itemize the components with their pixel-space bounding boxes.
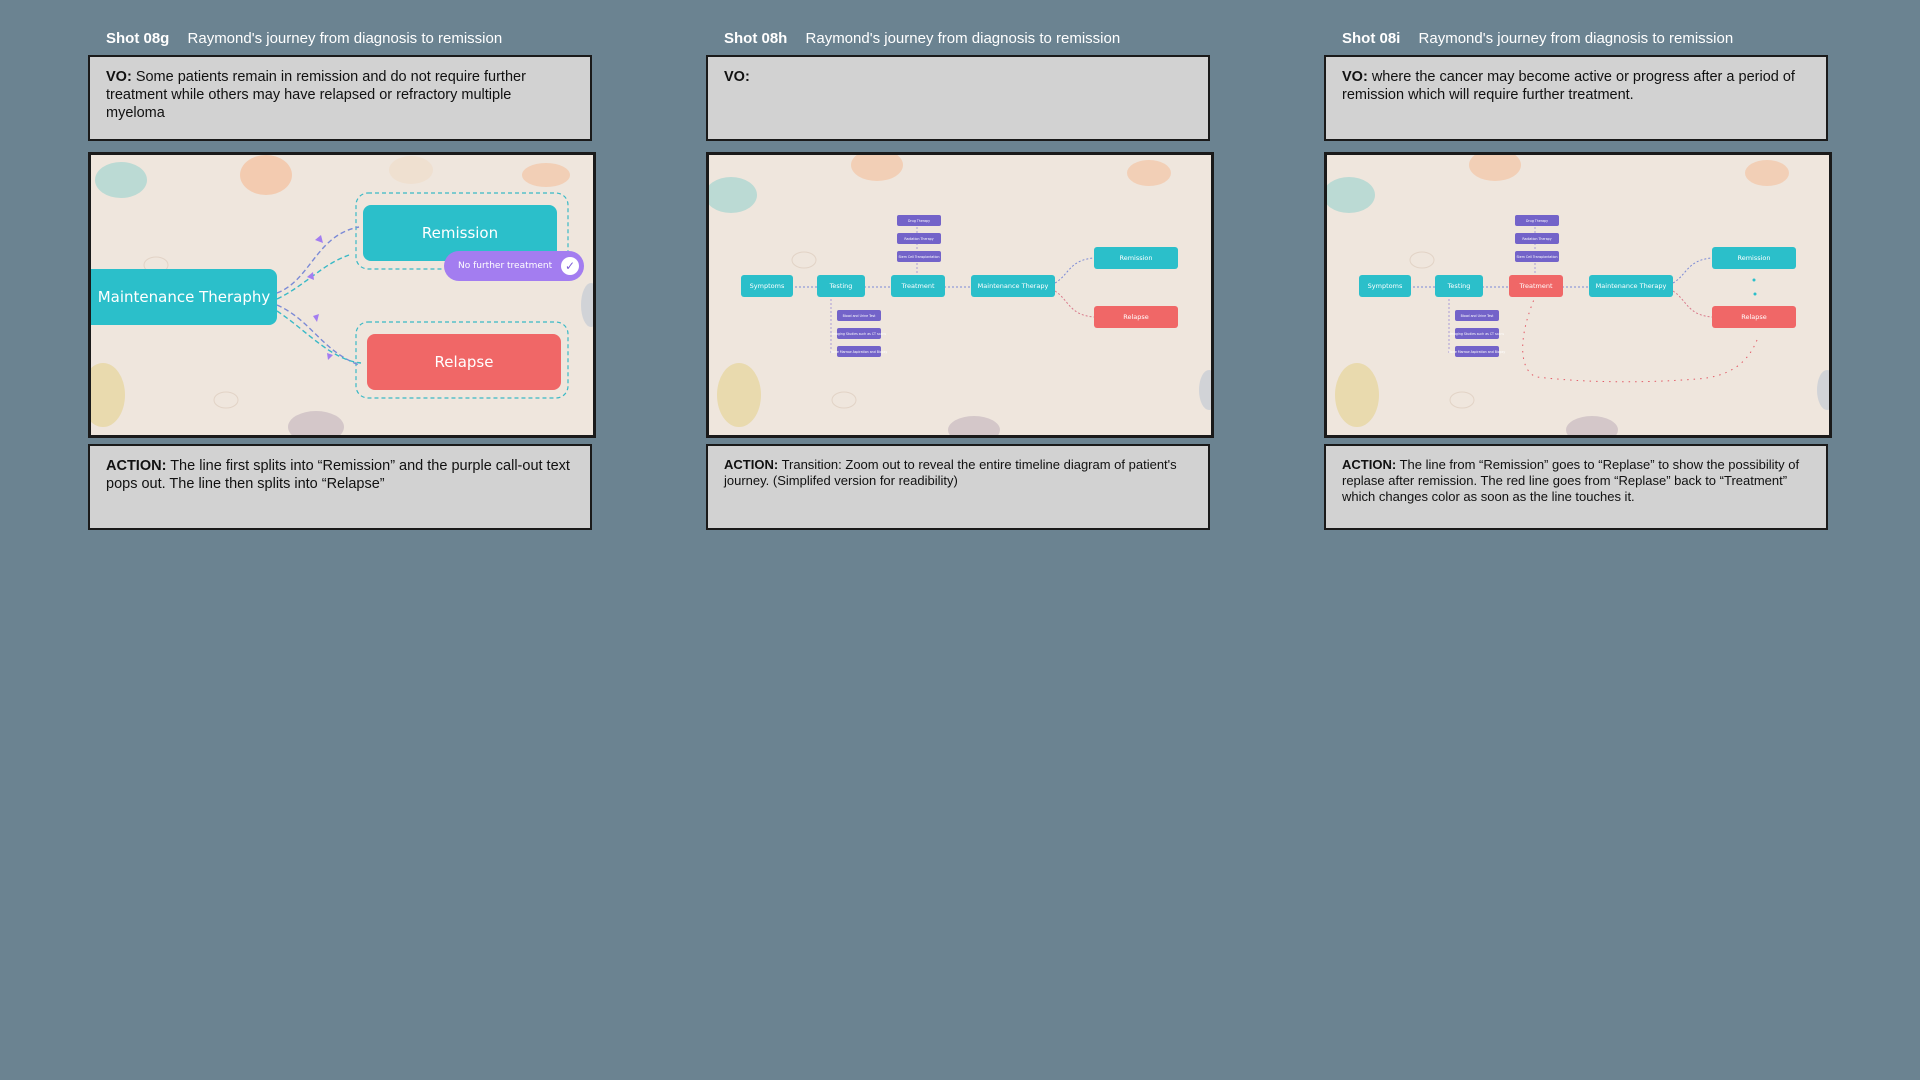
testing-node: Testing [1435, 275, 1483, 297]
testing-option: Blood and Urine Test [1455, 310, 1499, 321]
no-further-treatment-callout: No further treatment ✓ [444, 251, 584, 281]
maintenance-therapy-node: Maintenance Therapy [971, 275, 1055, 297]
maintenance-therapy-node: Maintenance Theraphy [91, 269, 277, 325]
shot-08g: Shot 08g Raymond's journey from diagnosi… [88, 0, 596, 540]
maintenance-therapy-node: Maintenance Therapy [1589, 275, 1673, 297]
shot-header: Shot 08g Raymond's journey from diagnosi… [106, 30, 502, 47]
action-panel: ACTION: Transition: Zoom out to reveal t… [706, 444, 1210, 530]
symptoms-node: Symptoms [1359, 275, 1411, 297]
storyboard-frame: Maintenance Theraphy Remission Relapse N… [88, 152, 596, 438]
action-label: ACTION: [106, 458, 167, 474]
testing-option: Imaging Studies such as CT scans [1450, 328, 1504, 339]
shot-header: Shot 08h Raymond's journey from diagnosi… [724, 30, 1120, 47]
relapse-node: Relapse [367, 334, 561, 390]
action-panel: ACTION: The line first splits into “Remi… [88, 444, 592, 530]
testing-option: Imaging Studies such as CT scans [832, 328, 886, 339]
frame-background [709, 155, 1211, 435]
remission-node: Remission [1094, 247, 1178, 269]
vo-label: VO: [724, 69, 750, 85]
action-label: ACTION: [724, 457, 779, 472]
check-icon: ✓ [561, 257, 579, 275]
storyboard-frame: Symptoms Testing Treatment Maintenance T… [1324, 152, 1832, 438]
action-text: Transition: Zoom out to reveal the entir… [724, 457, 1177, 488]
symptoms-node: Symptoms [741, 275, 793, 297]
vo-label: VO: [1342, 69, 1368, 85]
shot-id: Shot 08i [1342, 30, 1401, 47]
action-label: ACTION: [1342, 457, 1397, 472]
relapse-node: Relapse [1094, 306, 1178, 328]
vo-label: VO: [106, 69, 132, 85]
callout-label: No further treatment [458, 261, 553, 271]
treatment-node: Treatment [891, 275, 945, 297]
shot-id: Shot 08g [106, 30, 170, 47]
shot-08h: Shot 08h Raymond's journey from diagnosi… [706, 0, 1214, 540]
shot-title: Raymond's journey from diagnosis to remi… [187, 30, 503, 47]
frame-background [91, 155, 593, 435]
vo-panel: VO: [706, 55, 1210, 141]
shot-title: Raymond's journey from diagnosis to remi… [805, 30, 1121, 47]
shot-header: Shot 08i Raymond's journey from diagnosi… [1342, 30, 1733, 47]
testing-node: Testing [817, 275, 865, 297]
action-text: The line from “Remission” goes to “Repla… [1342, 457, 1800, 504]
shot-id: Shot 08h [724, 30, 788, 47]
vo-text: where the cancer may become active or pr… [1342, 69, 1795, 103]
vo-text: Some patients remain in remission and do… [106, 69, 526, 121]
treatment-option: Radiation Therapy [897, 233, 941, 244]
remission-node: Remission [1712, 247, 1796, 269]
testing-option: Bone Marrow Aspiration and Biopsy [831, 346, 887, 357]
treatment-option: Drug Therapy [1515, 215, 1559, 226]
frame-background [1327, 155, 1829, 435]
treatment-node: Treatment [1509, 275, 1563, 297]
testing-option: Bone Marrow Aspiration and Biopsy [1449, 346, 1505, 357]
shot-08i: Shot 08i Raymond's journey from diagnosi… [1324, 0, 1832, 540]
testing-option: Blood and Urine Test [837, 310, 881, 321]
relapse-node: Relapse [1712, 306, 1796, 328]
treatment-option: Stem Cell Transplantation [897, 251, 941, 262]
treatment-option: Drug Therapy [897, 215, 941, 226]
treatment-option: Radiation Therapy [1515, 233, 1559, 244]
shot-title: Raymond's journey from diagnosis to remi… [1418, 30, 1734, 47]
action-panel: ACTION: The line from “Remission” goes t… [1324, 444, 1828, 530]
action-text: The line first splits into “Remission” a… [106, 458, 570, 492]
vo-panel: VO: where the cancer may become active o… [1324, 55, 1828, 141]
storyboard-frame: Symptoms Testing Treatment Maintenance T… [706, 152, 1214, 438]
treatment-option: Stem Cell Transplantation [1515, 251, 1559, 262]
vo-panel: VO: Some patients remain in remission an… [88, 55, 592, 141]
